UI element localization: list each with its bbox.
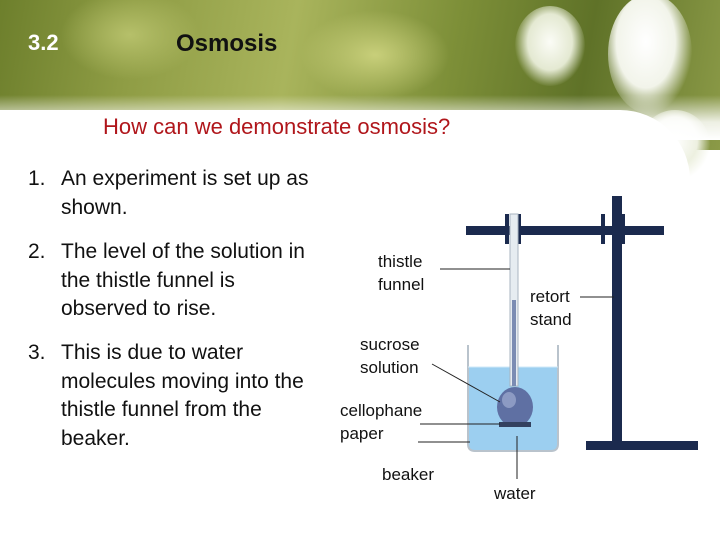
cellophane-membrane: [499, 422, 531, 427]
list-item-number: 1.: [28, 167, 46, 190]
leaf-decoration: [60, 0, 200, 80]
flower-decoration: [515, 6, 585, 86]
retort-stand: [466, 196, 698, 450]
section-number: 3.2: [28, 30, 59, 55]
label-sucrose-solution: sucrose solution: [360, 335, 420, 377]
label-water: water: [494, 484, 536, 503]
bulb-highlight: [502, 392, 516, 408]
label-thistle-funnel: thistle funnel: [378, 252, 425, 294]
section-title: Osmosis: [176, 30, 278, 57]
beaker-wall: [467, 345, 559, 452]
list-item-text: This is due to water molecules moving in…: [61, 341, 304, 450]
stand-rod: [612, 196, 622, 448]
content-panel: [0, 110, 690, 540]
stand-clamp-boss: [621, 214, 625, 244]
solution-column: [512, 300, 516, 386]
label-leaders: [418, 268, 614, 479]
thistle-funnel: [497, 213, 533, 427]
funnel-bulb: [497, 387, 533, 427]
list-item: 2. The level of the solution in the this…: [28, 238, 323, 324]
funnel-clamp-jaw: [505, 214, 509, 244]
stand-base: [586, 441, 698, 450]
list-item-number: 2.: [28, 240, 46, 263]
list-item-text: The level of the solution in the thistle…: [61, 240, 305, 320]
stand-clamp-arm: [466, 226, 664, 235]
funnel-clamp-jaw: [517, 214, 521, 244]
label-retort-stand: retort stand: [530, 287, 572, 329]
list-item-text: An experiment is set up as shown.: [61, 167, 309, 219]
label-beaker: beaker: [382, 465, 434, 484]
sucrose-solution-leader: [431, 363, 501, 403]
stand-clamp-boss: [601, 214, 605, 244]
list-item-number: 3.: [28, 341, 46, 364]
leaf-decoration: [300, 10, 450, 100]
slide-question: How can we demonstrate osmosis?: [103, 114, 451, 139]
label-cellophane-paper: cellophane paper: [340, 401, 423, 443]
list-item: 1. An experiment is set up as shown.: [28, 165, 323, 222]
list-item: 3. This is due to water molecules moving…: [28, 339, 323, 453]
